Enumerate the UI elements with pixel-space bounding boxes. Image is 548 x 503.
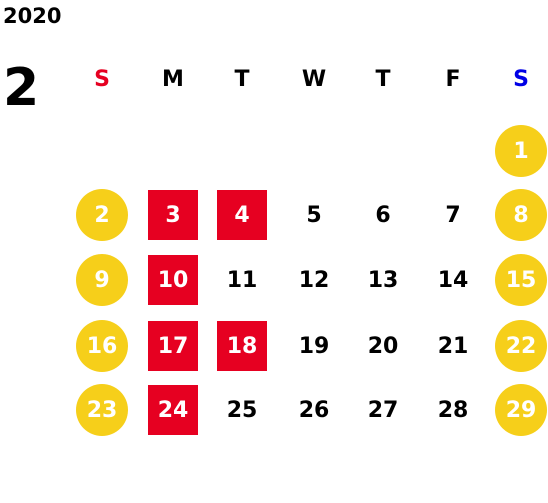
day-cell: 16 [76,320,128,372]
year-label: 2020 [3,4,62,28]
day-cell: 5 [306,202,322,228]
day-cell: 14 [437,267,469,293]
day-cell: 20 [367,333,399,359]
day-cell: 27 [367,397,399,423]
day-cell: 17 [148,321,198,371]
day-cell: 9 [76,254,128,306]
weekday-label: T [375,67,391,92]
day-cell: 28 [437,397,469,423]
day-cell: 18 [217,321,267,371]
day-cell: 4 [217,190,267,240]
day-cell: 21 [437,333,469,359]
month-number: 2 [3,58,40,118]
day-cell: 8 [495,189,547,241]
weekday-label: F [445,67,461,92]
day-cell: 23 [76,384,128,436]
weekday-label: W [301,67,327,92]
day-cell: 19 [298,333,330,359]
day-cell: 10 [148,255,198,305]
weekday-label: M [162,67,184,92]
day-cell: 25 [226,397,258,423]
day-cell: 12 [298,267,330,293]
weekday-label: T [234,67,250,92]
day-cell: 6 [375,202,391,228]
day-cell: 3 [148,190,198,240]
day-cell: 29 [495,384,547,436]
day-cell: 7 [445,202,461,228]
day-cell: 1 [495,125,547,177]
day-cell: 26 [298,397,330,423]
day-cell: 11 [226,267,258,293]
day-cell: 22 [495,320,547,372]
day-cell: 2 [76,189,128,241]
day-cell: 13 [367,267,399,293]
weekday-label: S [94,67,110,92]
weekday-label: S [513,67,529,92]
day-cell: 24 [148,385,198,435]
day-cell: 15 [495,254,547,306]
